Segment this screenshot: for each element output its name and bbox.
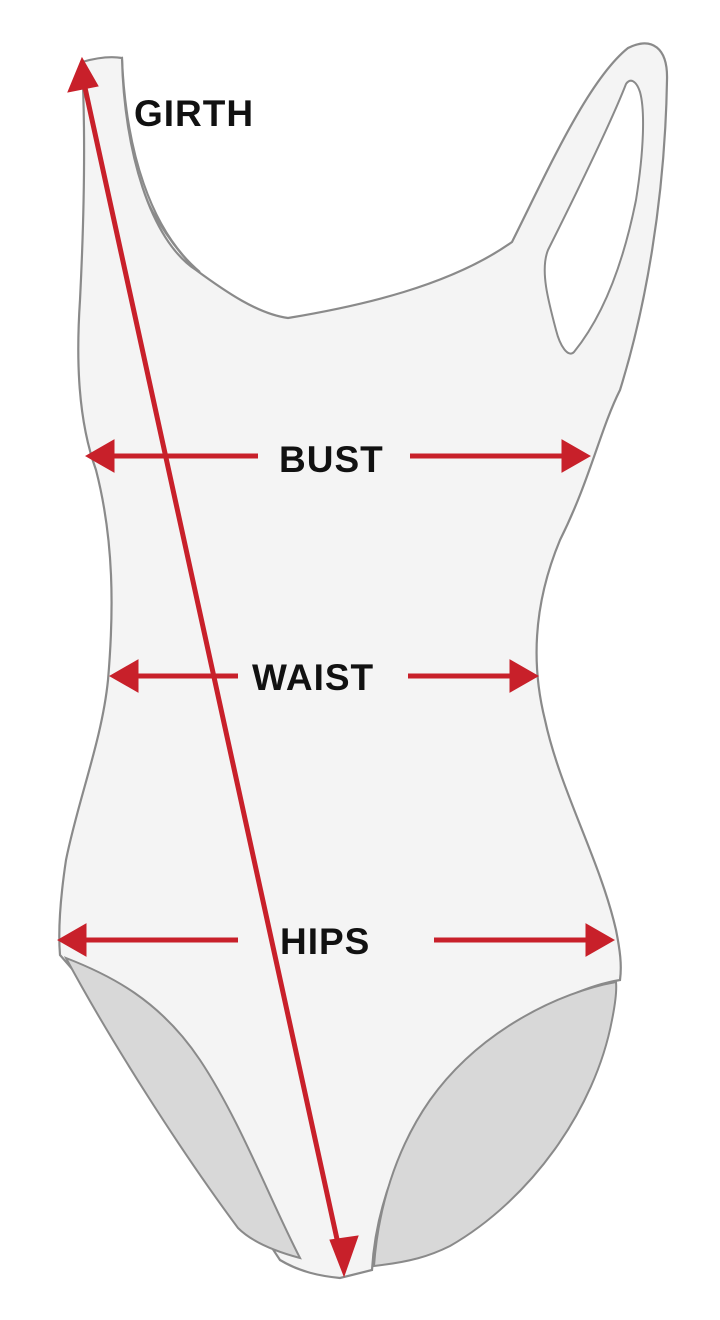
left-leg-opening	[63, 956, 302, 1260]
bust-label: BUST	[279, 439, 384, 480]
bust-arrow	[84, 439, 592, 473]
right-leg-opening	[372, 980, 618, 1268]
hips-arrow	[56, 923, 616, 957]
girth-label: GIRTH	[134, 93, 254, 134]
waist-arrow	[108, 659, 540, 693]
waist-label: WAIST	[252, 657, 374, 698]
strap-opening	[543, 79, 645, 355]
girth-arrow	[67, 56, 359, 1278]
swimsuit-body	[58, 42, 669, 1280]
hips-label: HIPS	[280, 921, 370, 962]
